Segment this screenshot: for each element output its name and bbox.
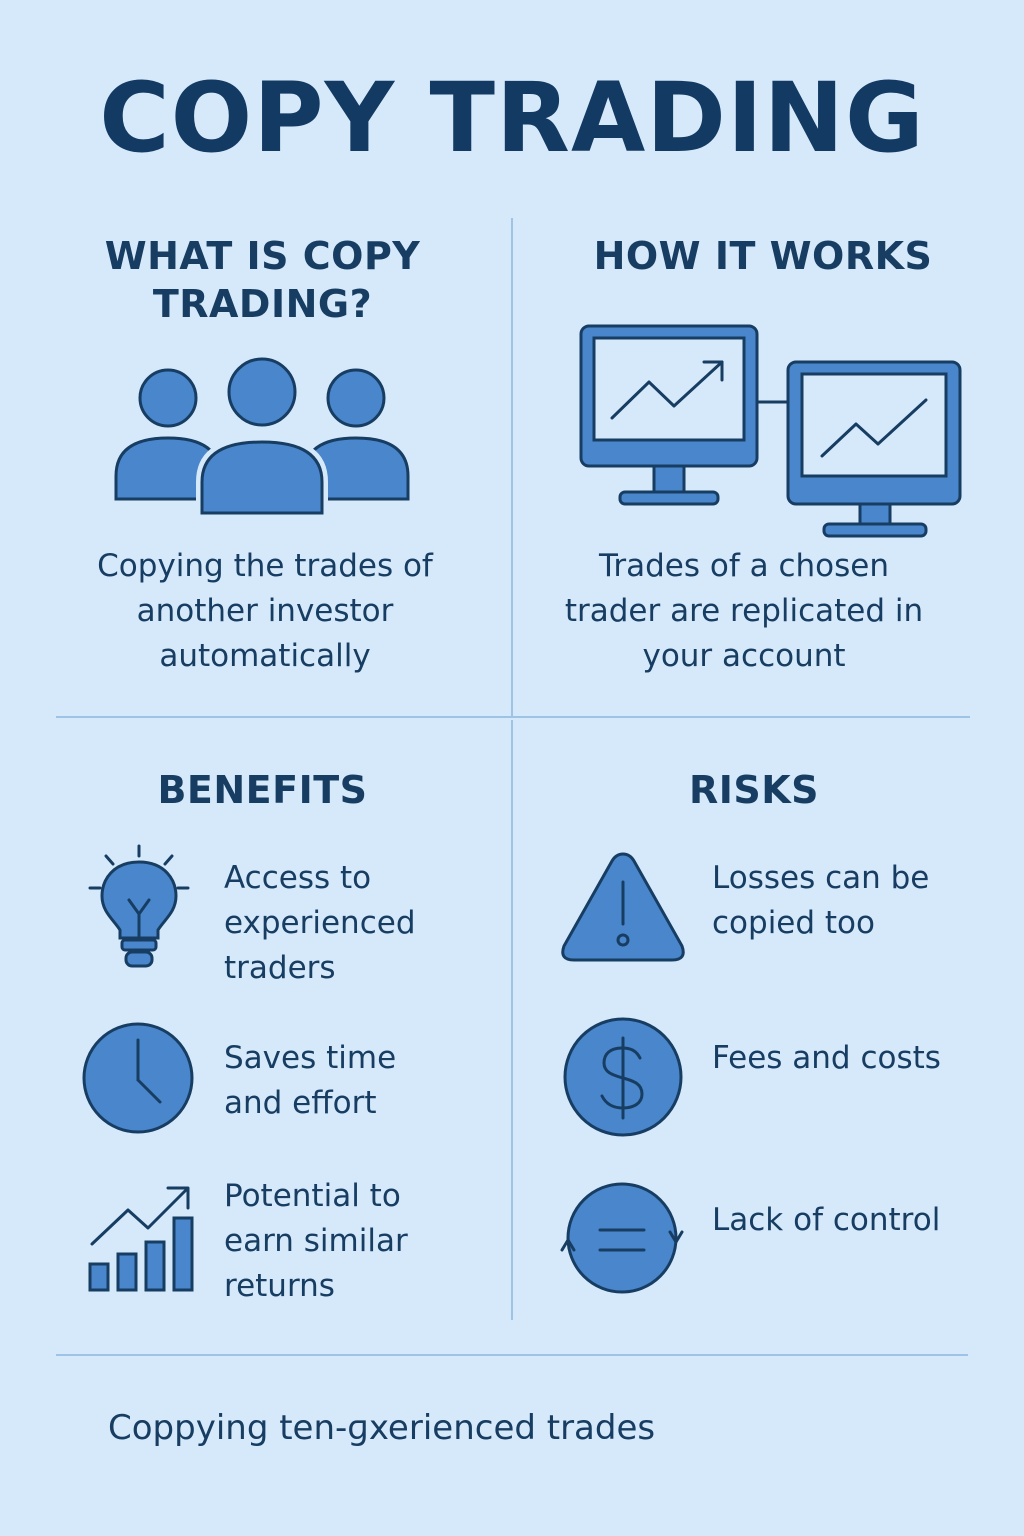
risk-item-1: Losses can be copied too bbox=[712, 860, 930, 941]
clock-icon bbox=[82, 1022, 194, 1134]
how-it-works-heading: HOW IT WORKS bbox=[593, 234, 933, 278]
main-title: COPY TRADING bbox=[99, 62, 925, 174]
lightbulb-icon bbox=[88, 844, 190, 968]
what-is-description: Copying the trades of another investor a… bbox=[97, 548, 433, 674]
dollar-icon bbox=[563, 1017, 683, 1137]
control-cycle-icon bbox=[560, 1182, 684, 1294]
warning-icon bbox=[561, 852, 685, 962]
how-it-works-description: Trades of a chosen trader are replicated… bbox=[564, 548, 924, 674]
footer-text: Coppying ten‐ɡxerienced trades bbox=[108, 1408, 656, 1448]
horizontal-divider-middle bbox=[56, 716, 970, 718]
people-group-icon bbox=[114, 356, 410, 515]
growth-chart-icon bbox=[88, 1186, 194, 1292]
risk-item-2: Fees and costs bbox=[712, 1040, 941, 1076]
benefits-heading: BENEFITS bbox=[157, 768, 368, 812]
benefit-item-2: Saves time and effort bbox=[224, 1040, 397, 1121]
what-is-heading: WHAT IS COPY TRADING? bbox=[104, 234, 421, 326]
risk-item-3: Lack of control bbox=[712, 1202, 941, 1238]
horizontal-divider-bottom bbox=[56, 1354, 968, 1356]
vertical-divider-bottom bbox=[511, 720, 513, 1320]
risks-heading: RISKS bbox=[688, 768, 820, 812]
benefit-item-1: Access to experienced traders bbox=[224, 860, 416, 986]
monitors-copy-icon bbox=[579, 324, 962, 538]
vertical-divider-top bbox=[511, 218, 513, 716]
benefit-item-3: Potential to earn similar returns bbox=[224, 1178, 408, 1304]
